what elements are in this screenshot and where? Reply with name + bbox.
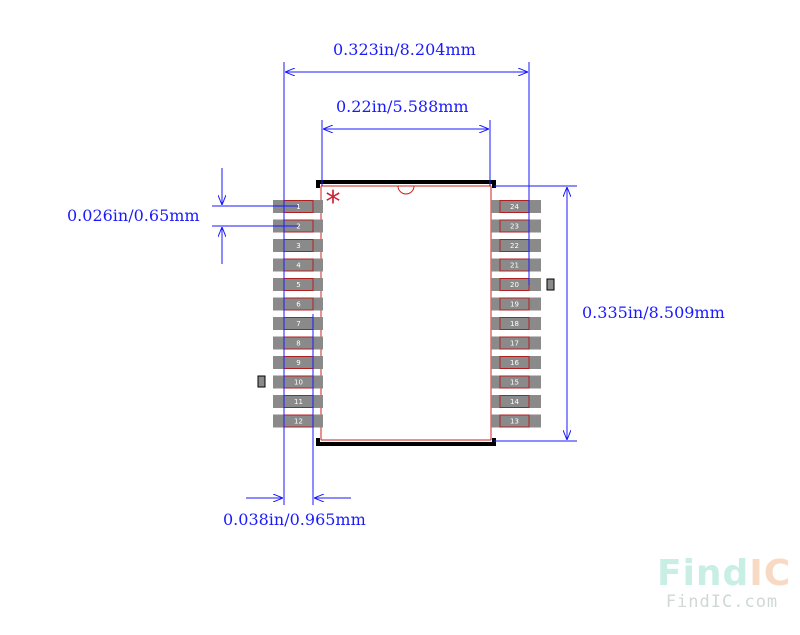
silkscreen-bottom: [316, 438, 496, 446]
pad-outline-15: [499, 375, 530, 389]
pad-5: [273, 278, 323, 291]
pin-number-13: 13: [510, 418, 519, 426]
pin-number-16: 16: [510, 359, 519, 367]
pad-outline-13: [499, 414, 530, 428]
findic-logo: FindIC FindIC.com: [657, 553, 792, 613]
pin-number-1: 1: [296, 203, 300, 211]
pin-number-7: 7: [296, 320, 300, 328]
pin-number-19: 19: [510, 301, 519, 309]
pin-number-24: 24: [510, 203, 519, 211]
pin-number-5: 5: [296, 281, 300, 289]
pad-9: [273, 356, 323, 369]
pad-outline-17: [499, 336, 530, 350]
dim-label-pad-length: 0.038in/0.965mm: [223, 510, 366, 529]
pin-number-22: 22: [510, 242, 519, 250]
pin-number-18: 18: [510, 320, 519, 328]
pad-12: [273, 414, 323, 428]
logo-url: FindIC.com: [665, 592, 779, 612]
pin-number-12: 12: [294, 418, 303, 426]
logo-wordmark: FindIC: [657, 553, 792, 594]
pin-number-4: 4: [296, 262, 301, 270]
pin-number-10: 10: [294, 379, 303, 387]
pin-number-2: 2: [296, 223, 300, 231]
pin-number-17: 17: [510, 340, 519, 348]
pin-number-8: 8: [296, 340, 300, 348]
pin-number-11: 11: [294, 398, 303, 406]
dim-label-pitch: 0.026in/0.65mm: [67, 206, 200, 225]
pad-8: [273, 336, 323, 350]
pin-number-23: 23: [510, 223, 519, 231]
fiducial-left: [257, 375, 266, 388]
pad-outline-16: [499, 356, 530, 369]
dim-label-body-width: 0.22in/5.588mm: [336, 97, 469, 116]
pad-outline-18: [499, 317, 530, 330]
pin-number-6: 6: [296, 301, 301, 309]
pad-4: [273, 258, 323, 272]
right-pad-row: 24 23 22 21 20 19 18 17 16 15 14 13: [491, 200, 541, 428]
pin1-notch: [397, 185, 415, 195]
pad-7: [273, 317, 323, 330]
pad-11: [273, 395, 323, 408]
fiducial-right: [546, 278, 555, 291]
pad-10: [273, 375, 323, 389]
pin-number-21: 21: [510, 262, 519, 270]
pin-number-20: 20: [510, 281, 519, 289]
pin-number-14: 14: [510, 398, 519, 406]
pin1-marker: *: [326, 185, 341, 220]
pad-outline-19: [499, 297, 530, 311]
pad-outline-14: [499, 395, 530, 408]
dim-label-overall-width: 0.323in/8.204mm: [333, 40, 476, 59]
pin-number-3: 3: [296, 242, 300, 250]
pad-3: [273, 239, 323, 252]
pad-6: [273, 297, 323, 311]
pin-number-15: 15: [510, 379, 519, 387]
pin-number-9: 9: [296, 359, 300, 367]
silkscreen-top: [316, 180, 496, 188]
dim-label-body-length: 0.335in/8.509mm: [582, 303, 725, 322]
